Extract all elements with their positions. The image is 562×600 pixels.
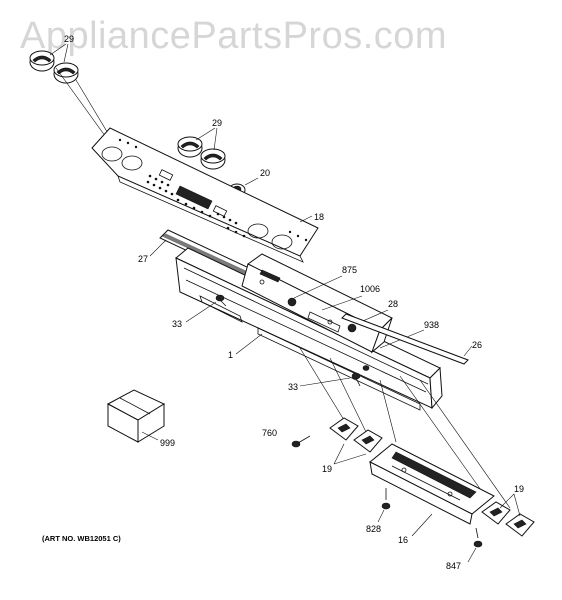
callout-28: 28: [388, 299, 398, 309]
part-19-bracket-right[interactable]: [481, 501, 535, 537]
part-19-bracket-left[interactable]: [329, 417, 383, 453]
part-1-panel-housing[interactable]: [175, 247, 443, 411]
callout-1: 1: [228, 350, 233, 360]
callout-33-left: 33: [172, 319, 182, 329]
part-828-screw[interactable]: [381, 488, 391, 510]
callout-875: 875: [342, 265, 357, 275]
control-board[interactable]: [241, 253, 393, 354]
callout-29-top: 29: [64, 34, 74, 44]
callout-20: 20: [260, 168, 270, 178]
callout-16: 16: [398, 535, 408, 545]
part-16-relay-board[interactable]: [369, 443, 495, 525]
callout-760: 760: [262, 428, 277, 438]
art-number: (ART NO. WB12051 C): [42, 534, 121, 543]
callout-19-left: 19: [322, 464, 332, 474]
part-999-carton[interactable]: [106, 389, 166, 443]
callout-999: 999: [160, 438, 175, 448]
part-33-screw-left[interactable]: [215, 294, 227, 307]
knob-pair-top[interactable]: [29, 50, 79, 84]
callout-19-right: 19: [514, 484, 524, 494]
control-panel-faceplate[interactable]: [91, 127, 319, 263]
callout-18: 18: [314, 212, 324, 222]
part-847-screw[interactable]: [473, 527, 483, 548]
callout-828: 828: [366, 524, 381, 534]
callout-847: 847: [446, 561, 461, 571]
knob-pair-middle[interactable]: [177, 136, 226, 170]
part-26-rod[interactable]: [341, 313, 469, 365]
part-33-screw-lower[interactable]: [351, 365, 370, 387]
callout-27: 27: [138, 254, 148, 264]
callout-1006: 1006: [360, 284, 380, 294]
callout-33-lower: 33: [288, 382, 298, 392]
part-760-screw[interactable]: [291, 435, 311, 448]
callout-29-middle: 29: [212, 118, 222, 128]
watermark: AppliancePartsPros.com: [20, 15, 447, 57]
callout-938: 938: [424, 320, 439, 330]
callout-26: 26: [472, 340, 482, 350]
